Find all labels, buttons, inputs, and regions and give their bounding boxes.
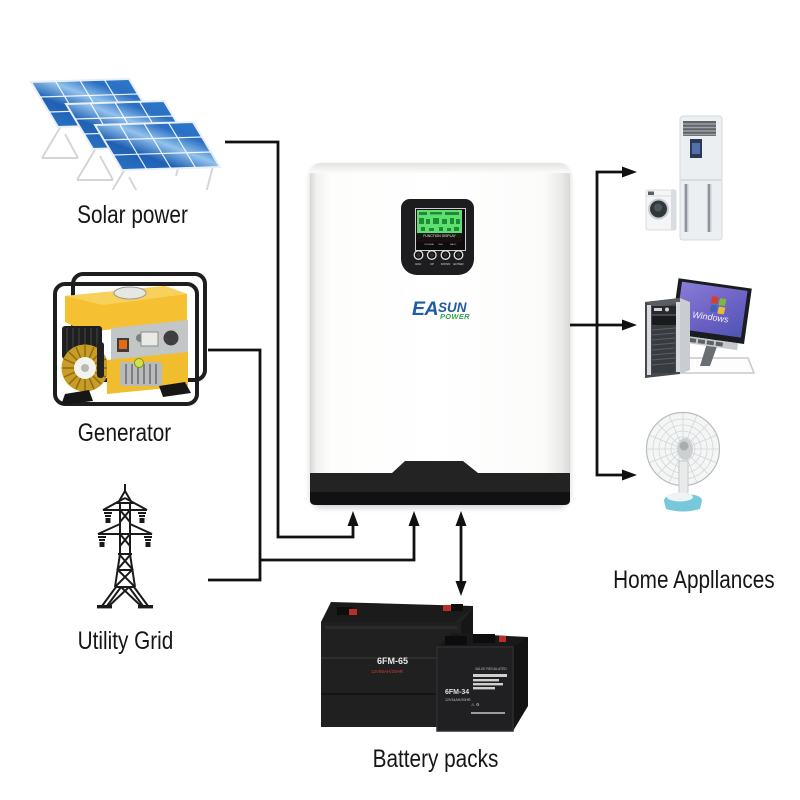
svg-text:CHG: CHG (438, 244, 443, 246)
svg-text:ESC: ESC (415, 262, 422, 266)
svg-text:12V34AH/20HR: 12V34AH/20HR (445, 698, 471, 702)
svg-text:VOLTAGE: VOLTAGE (424, 243, 435, 246)
svg-text:UP: UP (430, 262, 434, 266)
svg-text:12V65AH/20HR: 12V65AH/20HR (371, 669, 404, 674)
svg-text:FAULT: FAULT (450, 243, 457, 246)
svg-text:⚠ ♻: ⚠ ♻ (471, 702, 480, 707)
svg-text:VALVE REGULATED: VALVE REGULATED (475, 667, 507, 671)
svg-text:DOWN: DOWN (441, 262, 451, 266)
svg-text:6FM-65: 6FM-65 (377, 656, 408, 666)
svg-text:FUNCTION DISPLAY: FUNCTION DISPLAY (423, 234, 456, 238)
svg-text:6FM-34: 6FM-34 (445, 689, 469, 696)
svg-text:ENTER: ENTER (453, 262, 464, 266)
